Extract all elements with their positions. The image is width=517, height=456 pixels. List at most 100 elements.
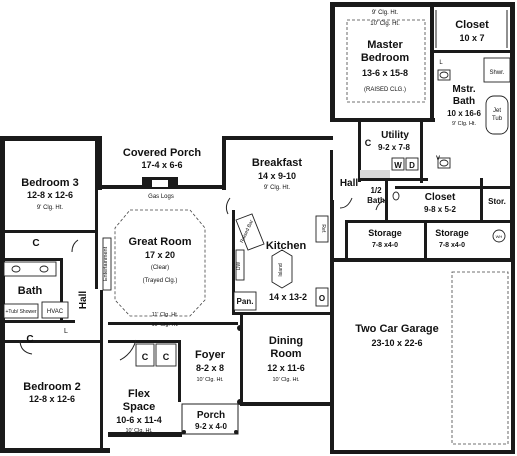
storage2-dims: 7-8 x4-0 (439, 242, 465, 249)
covered-porch-name: Covered Porch (123, 147, 202, 159)
shower-label: Shwr. (489, 70, 504, 76)
flex-name-1: Flex (128, 388, 151, 400)
oven-label: O (319, 294, 325, 303)
dryer-label: D (409, 161, 415, 170)
foyer: Foyer 8-2 x 8 10' Clg. Ht. (195, 349, 226, 383)
flex-closet-1: C (142, 352, 149, 362)
tub-label-1: Jet (493, 108, 501, 114)
storage2-name: Storage (435, 228, 469, 238)
porch: Porch 9-2 x 4-0 (181, 403, 239, 435)
breakfast-dims: 14 x 9-10 (258, 171, 296, 181)
tub-label-2: Tub (492, 116, 503, 122)
porch-name: Porch (197, 410, 225, 421)
foyer-name: Foyer (195, 349, 226, 361)
utility-closet-label: C (365, 138, 372, 148)
breakfast-ceiling: 9' Clg. Ht. (264, 185, 290, 191)
master-top-ceiling: 9' Clg. Ht. (372, 10, 398, 16)
island-label: Island (278, 263, 284, 277)
master-bedroom: 9' Clg. Ht. 10' Clg. Ht. Master Bedroom … (346, 10, 426, 103)
bath-name: Bath (18, 285, 43, 297)
master-bath: Shwr. Jet Tub Mstr. Bath 10 x 16-6 9' Cl… (437, 57, 511, 169)
kitchen-name: Kitchen (266, 240, 307, 252)
great-room: Great Room 17 x 20 (Clear) (Trayed Clg.)… (102, 209, 206, 328)
half-bath-name-2: Bath (367, 196, 385, 205)
master-ceiling: 10' Clg. Ht. (370, 21, 400, 27)
storage1-dims: 7-8 x4-0 (372, 242, 398, 249)
bed3-closet-c: C (32, 238, 39, 249)
closet-master-dims: 10 x 7 (459, 33, 484, 43)
master-note: (RAISED CLG.) (364, 87, 406, 93)
storage-1: Storage 7-8 x4-0 (368, 228, 402, 249)
hall-upper-label: Hall (340, 178, 359, 189)
tub-shower-label: +Tub/ Shower (5, 309, 36, 315)
mbath-dims: 10 x 16-6 (447, 109, 481, 118)
door-swings (19, 197, 387, 361)
mbath-ceiling: 9' Clg. Ht. (452, 121, 476, 127)
bedroom-3: Bedroom 3 12-8 x 12-6 9' Clg. Ht. C (21, 177, 78, 249)
two-car-garage: Two Car Garage 23-10 x 22-6 (355, 271, 509, 445)
foyer-dims: 8-2 x 8 (196, 363, 224, 373)
hall-left-label: Hall (78, 291, 89, 310)
mbath-linen: L (439, 60, 443, 66)
utility-name: Utility (381, 130, 409, 141)
breakfast-room: Breakfast 14 x 9-10 9' Clg. Ht. (252, 157, 302, 191)
bath-left: Bath +Tub/ Shower HVAC L C (3, 261, 69, 345)
utility-dims: 9-2 x 7-8 (378, 143, 411, 152)
bedroom-2: Bedroom 2 12-8 x 12-6 (23, 381, 80, 404)
dining-room: Dining Room 12 x 11-6 10' Clg. Ht. (237, 325, 305, 405)
foyer-ceiling: 10' Clg. Ht. (196, 377, 224, 383)
great-room-ceiling2: 10' Clg. Ht. (151, 322, 179, 328)
kitchen-dims: 14 x 13-2 (269, 292, 307, 302)
closet-small-dims: 9-8 x 5-2 (424, 205, 457, 214)
porch-dims: 9-2 x 4-0 (195, 422, 228, 431)
bedroom2-name: Bedroom 2 (23, 381, 80, 393)
hvac-label: HVAC (47, 309, 64, 315)
great-room-ceiling1: 11' Clg. Ht. (152, 312, 179, 318)
storage-2: Storage 7-8 x4-0 WH (435, 228, 506, 249)
bedroom3-dims: 12-8 x 12-6 (27, 190, 73, 200)
great-room-note1: (Clear) (151, 265, 169, 271)
covered-porch-dims: 17-4 x 6-6 (141, 160, 182, 170)
storage1-name: Storage (368, 228, 402, 238)
great-room-note2: (Trayed Clg.) (143, 278, 178, 284)
gas-logs-label: Gas Logs (148, 194, 174, 200)
covered-porch: Covered Porch 17-4 x 6-6 Gas Logs (123, 147, 202, 200)
flex-closet-2: C (163, 352, 170, 362)
garage-dims: 23-10 x 22-6 (371, 338, 422, 348)
bedroom2-dims: 12-8 x 12-6 (29, 394, 75, 404)
flex-space: C C Flex Space 10-6 x 11-4 10' Clg. Ht. (116, 343, 177, 434)
flex-ceiling: 10' Clg. Ht. (125, 428, 153, 434)
closet-master-name: Closet (455, 19, 489, 31)
dining-ceiling: 10' Clg. Ht. (272, 377, 300, 383)
garage-name: Two Car Garage (355, 323, 439, 335)
bedroom3-name: Bedroom 3 (21, 177, 78, 189)
water-heater-label: WH (496, 234, 503, 239)
entertainment-label: Entertainment (103, 246, 109, 281)
mbath-name-1: Mstr. (452, 84, 476, 95)
mbath-name-2: Bath (453, 96, 475, 107)
interior-walls (0, 2, 515, 450)
great-room-dims: 17 x 20 (145, 250, 175, 260)
bath-closet-c: C (26, 334, 33, 345)
stor-label: Stor. (488, 197, 506, 206)
dining-name-1: Dining (269, 335, 303, 347)
master-name-2: Bedroom (361, 52, 410, 64)
closet-master: Closet 10 x 7 (435, 10, 508, 48)
breakfast-name: Breakfast (252, 157, 302, 169)
master-dims: 13-6 x 15-8 (362, 68, 408, 78)
bedroom3-ceiling: 9' Clg. Ht. (37, 205, 63, 211)
flex-name-2: Space (123, 401, 155, 413)
bath-linen: L (64, 328, 68, 335)
washer-label: W (394, 161, 402, 170)
dining-dims: 12 x 11-6 (267, 363, 305, 373)
great-room-name: Great Room (129, 236, 192, 248)
closet-small: Closet 9-8 x 5-2 (424, 192, 457, 214)
dishwasher-label: DW (236, 262, 242, 271)
closet-small-name: Closet (425, 192, 456, 203)
vanity-label: V (436, 156, 440, 162)
kitchen: Raised Bar DW Ref. O Island Pan. Kitchen… (233, 213, 329, 311)
flex-dims: 10-6 x 11-4 (116, 415, 162, 425)
half-bath-name-1: 1/2 (370, 186, 382, 195)
dining-name-2: Room (270, 348, 301, 360)
